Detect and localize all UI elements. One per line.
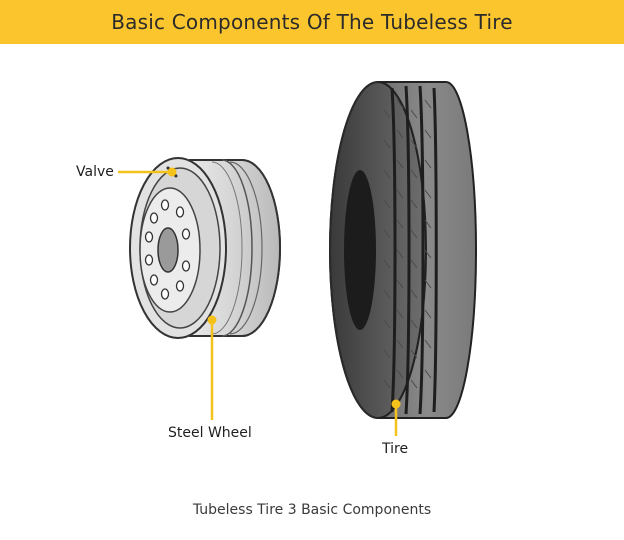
steel-wheel-illustration [129,157,281,339]
tire-leader-dot [391,399,401,409]
steel-wheel-label: Steel Wheel [168,425,252,441]
valve-leader-dot [167,167,177,177]
steel-wheel-leader-dot [207,315,217,325]
title-banner: Basic Components Of The Tubeless Tire [0,0,624,44]
tire-illustration [329,81,477,419]
tire-components-illustration [118,81,477,436]
figure-caption: Tubeless Tire 3 Basic Components [192,502,432,518]
page-title: Basic Components Of The Tubeless Tire [111,10,513,34]
valve-label: Valve [76,164,114,180]
leader-lines [118,167,401,436]
tire-label: Tire [382,441,409,457]
